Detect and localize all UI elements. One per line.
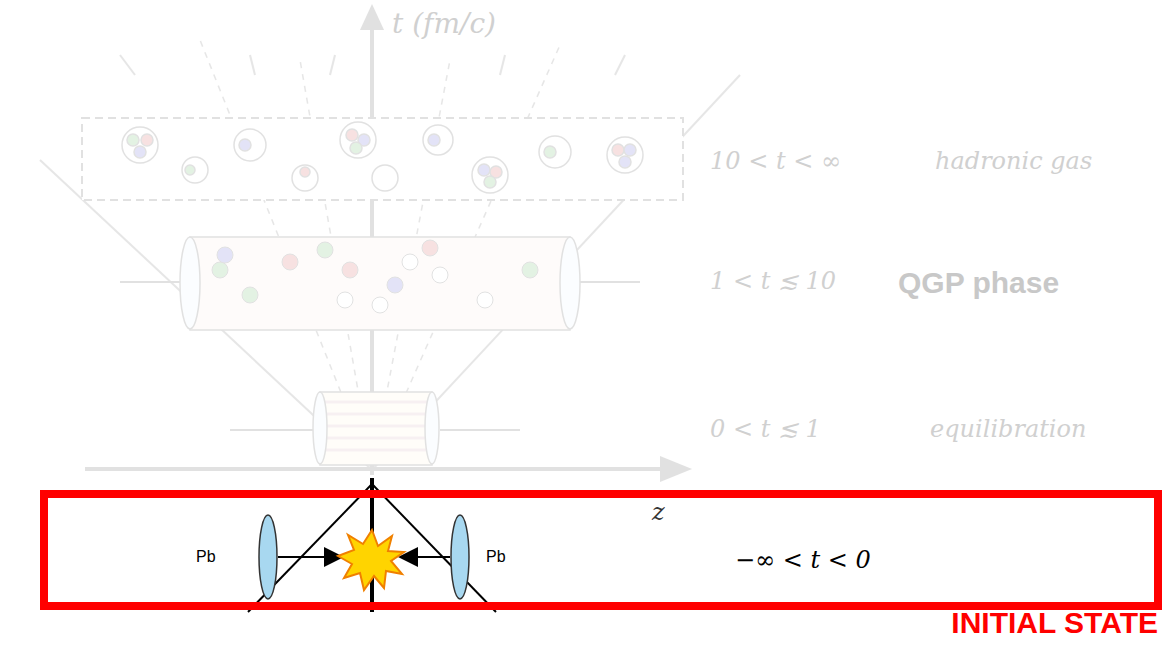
phase-name: QGP phase — [898, 266, 1059, 301]
time-range: −∞ < t < 0 — [735, 547, 871, 575]
nucleus-label: Pb — [196, 548, 216, 566]
phase-name: hadronic gas — [935, 148, 1092, 176]
axis-label: t (fm/c) — [392, 8, 496, 40]
initial-collision — [248, 478, 496, 612]
time-range: 0 < t ≲ 1 — [710, 416, 821, 444]
axis-label: z — [652, 499, 665, 527]
box-heading: INITIAL STATE — [951, 606, 1158, 641]
time-range: 1 < t ≲ 10 — [710, 268, 836, 296]
faded-evolution — [40, 4, 740, 482]
nucleus-label: Pb — [486, 548, 506, 566]
phase-name: equilibration — [930, 416, 1086, 444]
time-range: 10 < t < ∞ — [710, 148, 841, 176]
